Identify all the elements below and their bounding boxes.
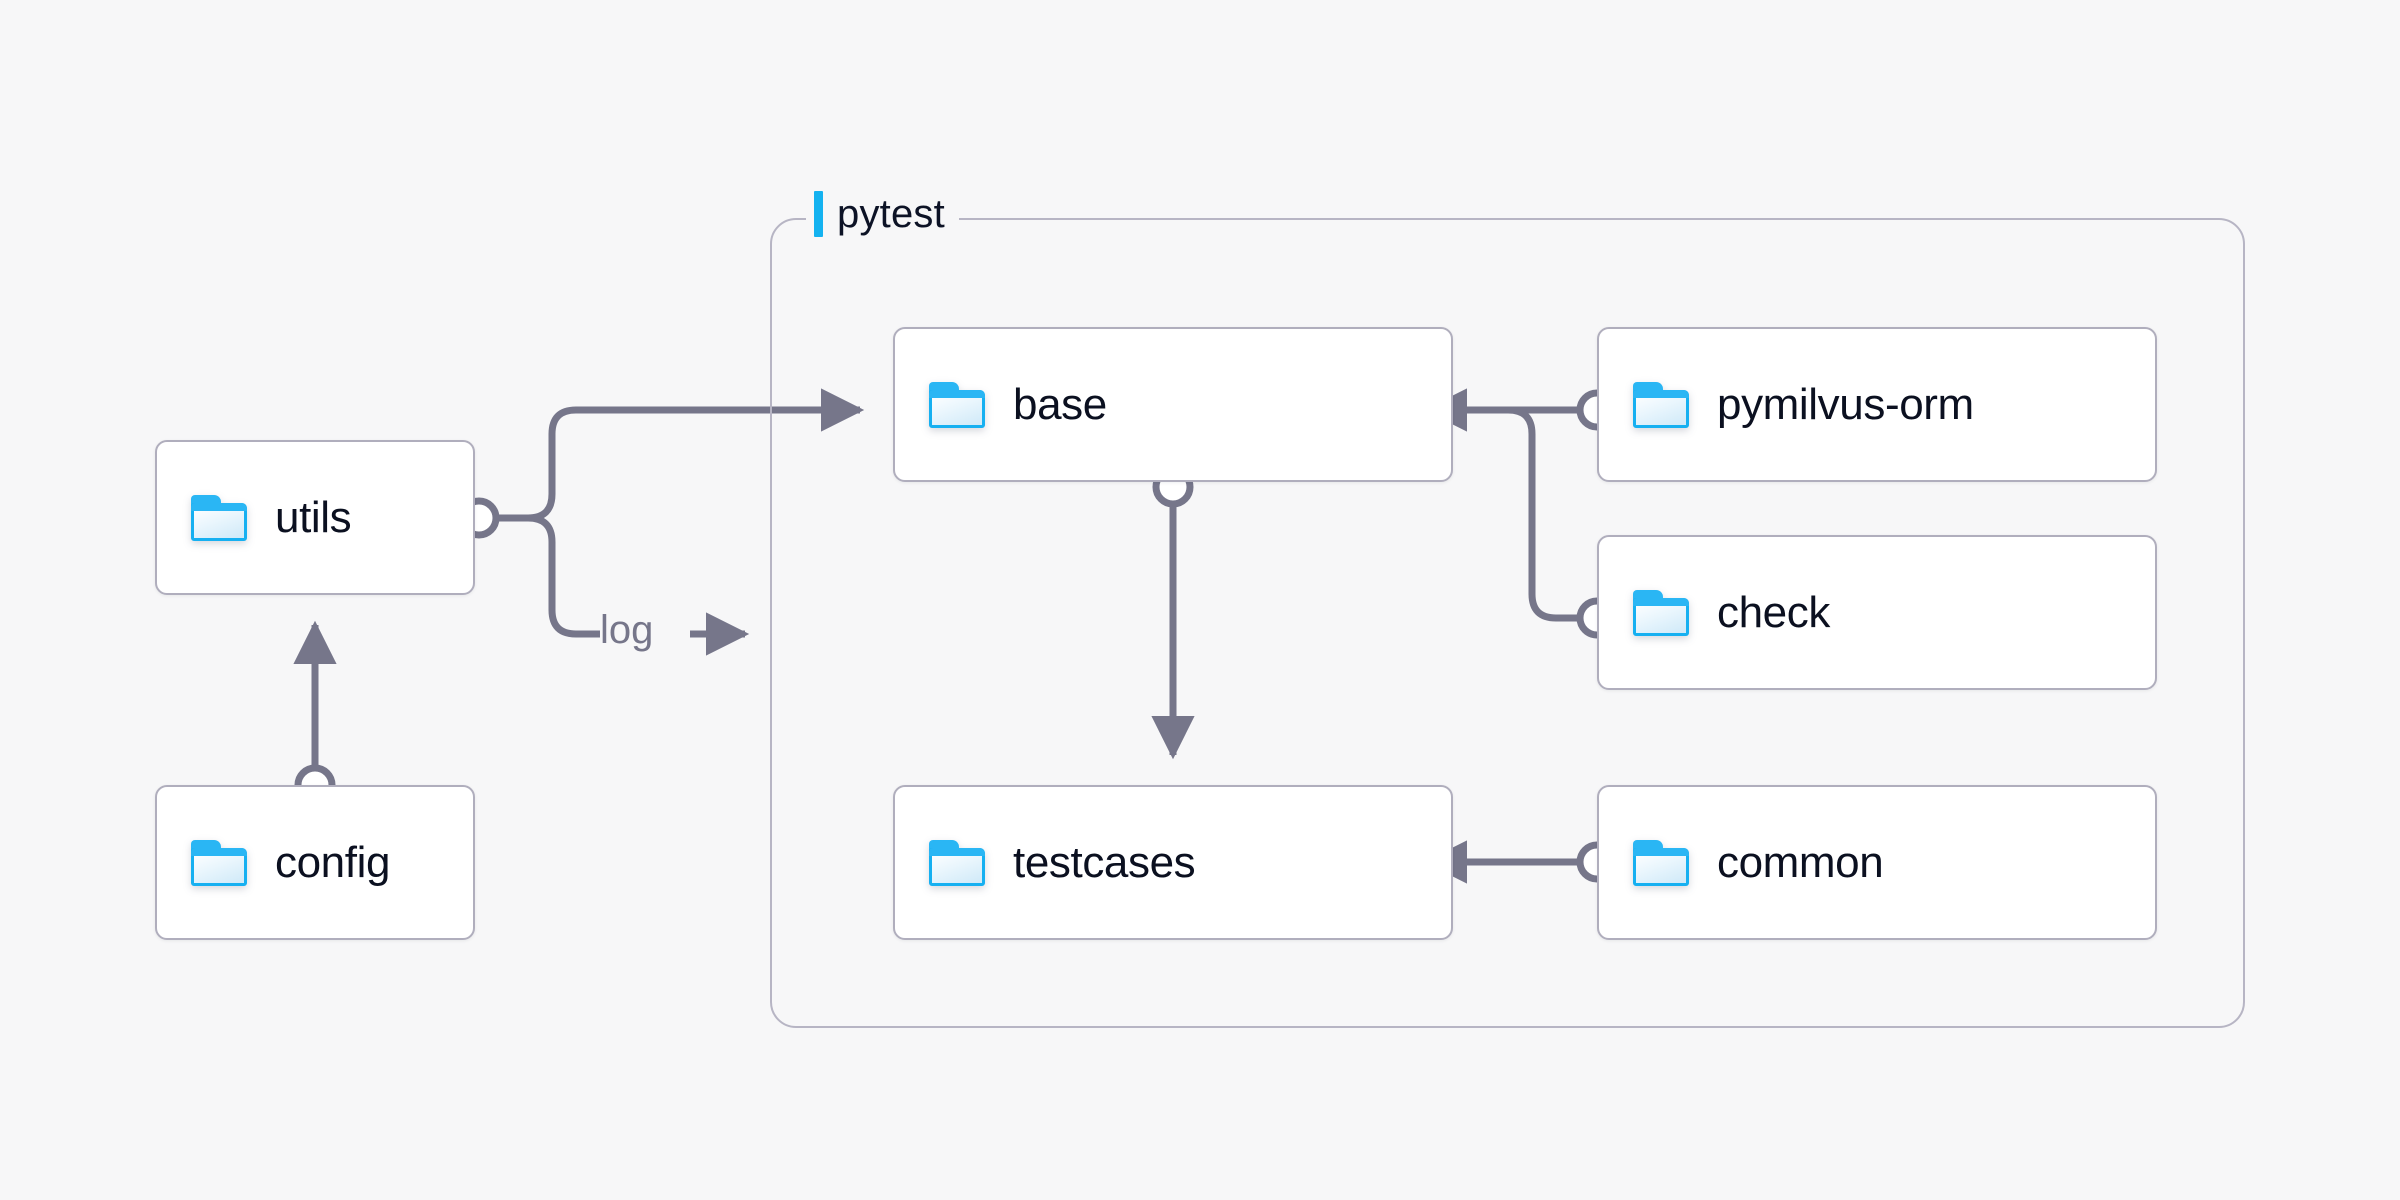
node-config[interactable]: config xyxy=(155,785,475,940)
node-testcases[interactable]: testcases xyxy=(893,785,1453,940)
group-pytest[interactable] xyxy=(770,218,2245,1028)
group-pytest-label: pytest xyxy=(806,185,959,243)
node-utils-label: utils xyxy=(275,492,352,542)
group-accent-bar xyxy=(814,191,823,237)
folder-icon xyxy=(191,839,247,886)
folder-icon xyxy=(1633,839,1689,886)
node-base[interactable]: base xyxy=(893,327,1453,482)
edge-label-log: log xyxy=(600,608,654,652)
folder-icon xyxy=(929,839,985,886)
node-pymilvus-orm[interactable]: pymilvus-orm xyxy=(1597,327,2157,482)
folder-icon xyxy=(929,381,985,428)
node-testcases-label: testcases xyxy=(1013,837,1196,887)
node-utils[interactable]: utils xyxy=(155,440,475,595)
node-pymilvus-orm-label: pymilvus-orm xyxy=(1717,379,1974,429)
node-base-label: base xyxy=(1013,379,1107,429)
folder-icon xyxy=(1633,589,1689,636)
node-common[interactable]: common xyxy=(1597,785,2157,940)
folder-icon xyxy=(191,494,247,541)
node-check-label: check xyxy=(1717,587,1830,637)
node-config-label: config xyxy=(275,837,391,887)
folder-icon xyxy=(1633,381,1689,428)
node-common-label: common xyxy=(1717,837,1884,887)
node-check[interactable]: check xyxy=(1597,535,2157,690)
group-label-text: pytest xyxy=(837,191,945,236)
edge-utils-to-log-curve xyxy=(527,514,600,638)
